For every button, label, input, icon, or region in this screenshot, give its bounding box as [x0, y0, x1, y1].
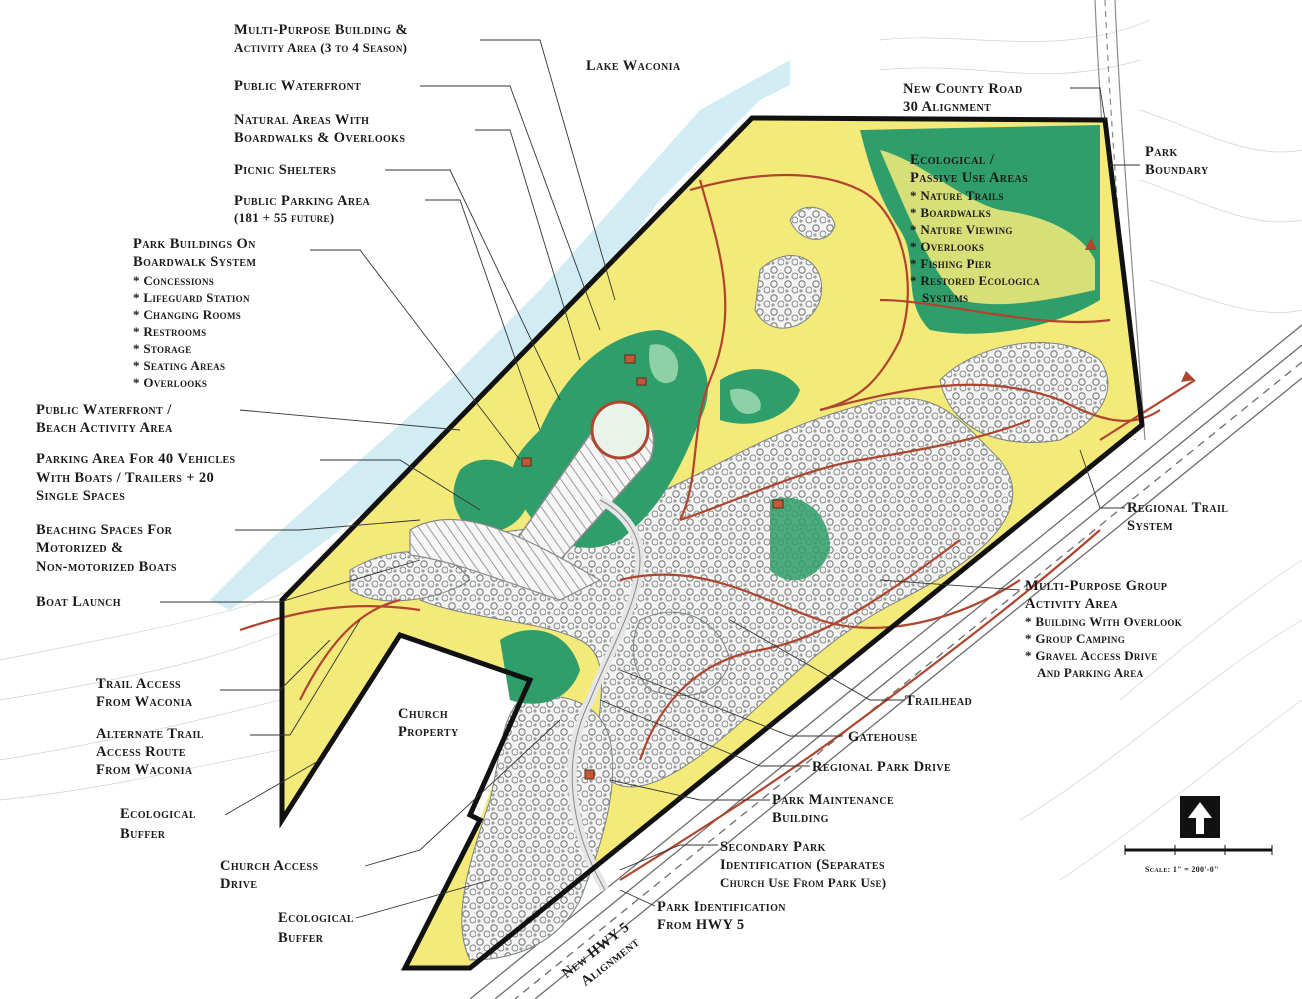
- regional-trail-arrow-icon-2: [1085, 238, 1097, 250]
- context-topography: [0, 19, 1302, 881]
- map-labels: Multi-Purpose Building & Activity Area (…: [36, 22, 1232, 990]
- label-trail-access: Trail Access From Waconia: [96, 676, 193, 710]
- label-alternate-trail: Alternate Trail Access Route From Waconi…: [96, 726, 208, 778]
- lake-shoreline: [210, 60, 790, 610]
- label-group-activity: Multi-Purpose Group Activity Area * Buil…: [1025, 578, 1186, 680]
- label-park-buildings: Park Buildings On Boardwalk System * Con…: [133, 236, 260, 390]
- label-church-property: Church Property: [398, 706, 459, 740]
- label-multi-purpose-building: Multi-Purpose Building & Activity Area (…: [234, 22, 412, 55]
- label-park-id: Park Identification From HWY 5: [657, 899, 790, 933]
- trail-network: [239, 173, 1196, 881]
- leader-lines: [160, 39, 1140, 919]
- label-regional-park-drive: Regional Park Drive: [812, 759, 951, 775]
- label-county-road: New County Road 30 Alignment: [903, 81, 1027, 115]
- parking-area: [409, 400, 655, 601]
- label-public-parking: Public Parking Area (181 + 55 future): [234, 193, 374, 225]
- scale-text: Scale: 1" = 200'-0": [1145, 865, 1219, 874]
- label-public-waterfront: Public Waterfront: [234, 78, 361, 94]
- label-parking-boats: Parking Area For 40 Vehicles With Boats …: [36, 451, 240, 504]
- label-church-access: Church Access Drive: [220, 858, 322, 892]
- label-waterfront-beach: Public Waterfront / Beach Activity Area: [36, 402, 176, 436]
- regional-trail-arrow-icon: [1181, 371, 1195, 382]
- label-secondary-id: Secondary Park Identification (Separates…: [720, 839, 889, 890]
- label-beaching-spaces: Beaching Spaces For Motorized & Non-moto…: [36, 522, 177, 575]
- label-boat-launch: Boat Launch: [36, 594, 121, 610]
- label-gatehouse: Gatehouse: [848, 729, 918, 745]
- north-arrow-icon: [1180, 796, 1220, 838]
- scale-bar: [1124, 845, 1273, 855]
- label-ecological-passive: Ecological / Passive Use Areas * Nature …: [910, 152, 1044, 305]
- highway-5: [469, 324, 1302, 999]
- label-picnic-shelters: Picnic Shelters: [234, 162, 336, 178]
- label-natural-areas: Natural Areas With Boardwalks & Overlook…: [234, 112, 405, 146]
- label-trailhead: Trailhead: [905, 693, 972, 709]
- label-lake: Lake Waconia: [586, 58, 681, 74]
- label-eco-buffer-2: Ecological Buffer: [278, 910, 358, 946]
- label-park-boundary: Park Boundary: [1145, 144, 1209, 178]
- park-buildings: [521, 354, 784, 780]
- woodland-areas: [349, 206, 1109, 961]
- label-maintenance: Park Maintenance Building: [772, 792, 898, 826]
- label-regional-trail: Regional Trail System: [1127, 500, 1232, 534]
- label-eco-buffer-1: Ecological Buffer: [120, 806, 200, 842]
